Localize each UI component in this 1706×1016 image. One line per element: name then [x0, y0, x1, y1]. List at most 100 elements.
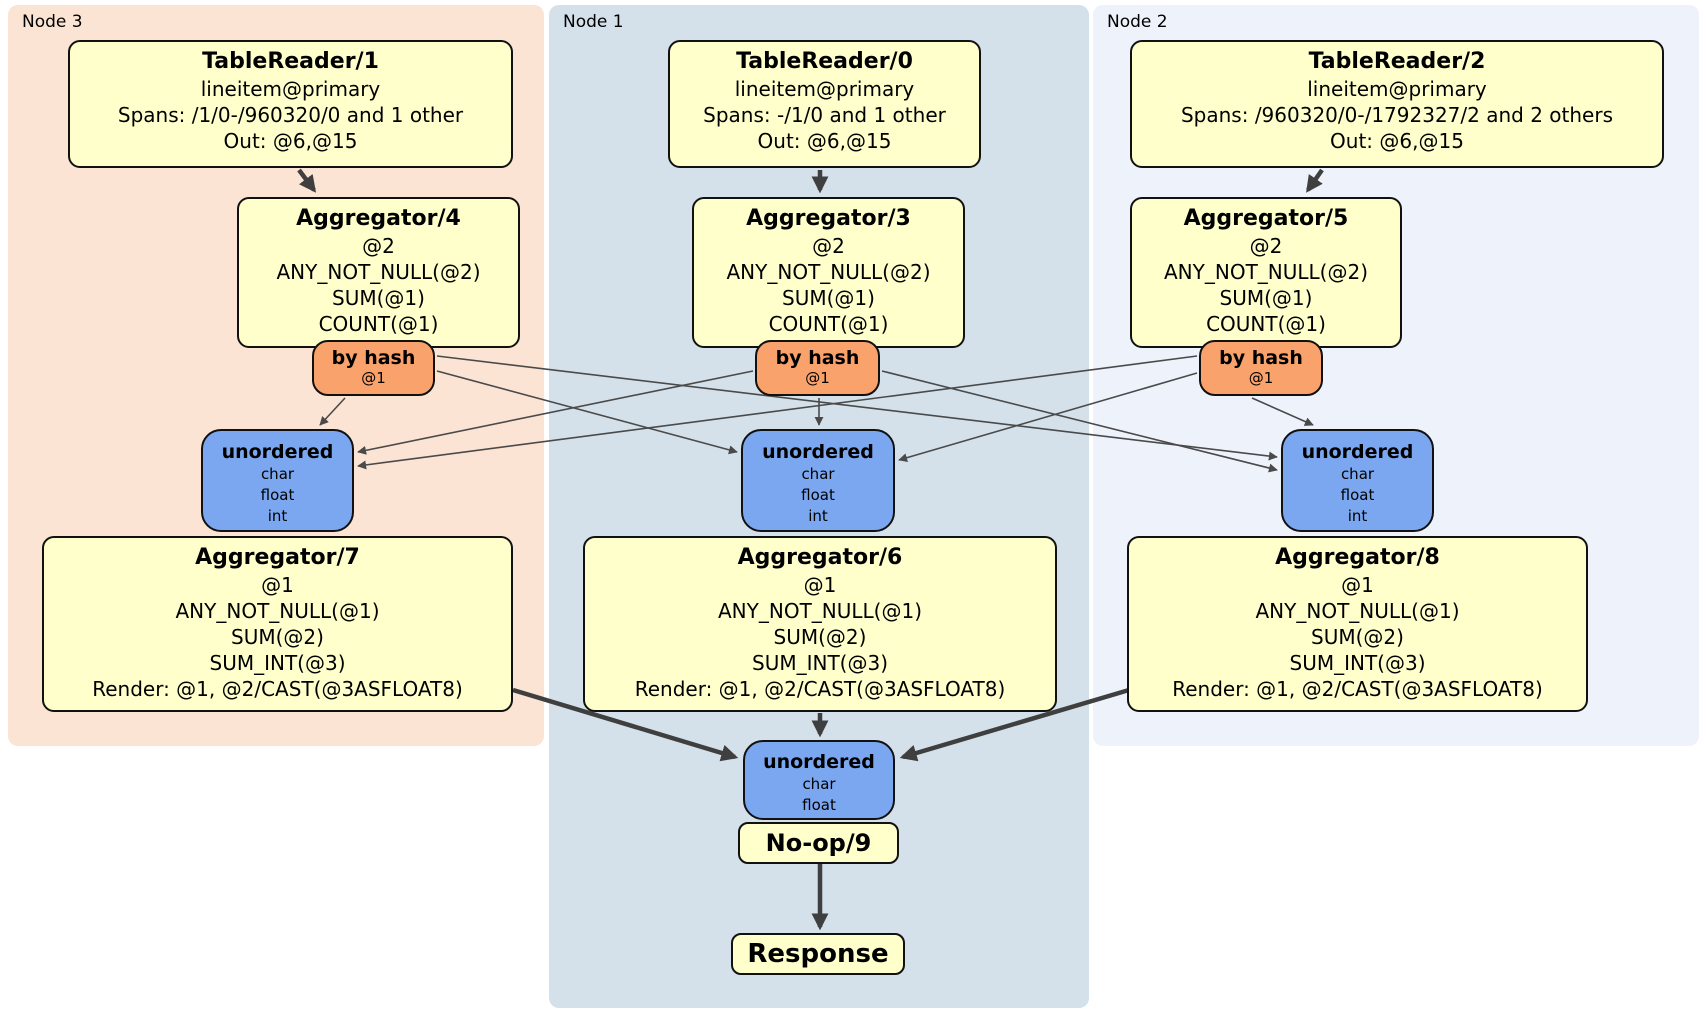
box-title: Aggregator/3	[746, 206, 911, 231]
sync-line: float	[802, 796, 836, 814]
sync-line: int	[808, 507, 828, 525]
edge	[357, 370, 754, 455]
box-title: Aggregator/5	[1183, 206, 1349, 231]
router-key: @1	[361, 369, 386, 387]
box-line: Render: @1, @2/CAST(@3ASFLOAT8)	[1172, 677, 1543, 701]
edge-aggregator7-finalsync	[512, 687, 739, 762]
sync-title: unordered	[221, 441, 334, 463]
unordered-sync-final: unordered char float	[743, 740, 895, 820]
box-line: Spans: /960320/0-/1792327/2 and 2 others	[1180, 103, 1613, 127]
box-line: Out: @6,@15	[757, 129, 892, 153]
edge	[436, 355, 1278, 461]
aggregator-7-box: Aggregator/7 @1 ANY_NOT_NULL(@1) SUM(@2)…	[42, 536, 513, 712]
box-line: @2	[362, 234, 395, 258]
box-line: @1	[261, 573, 294, 597]
box-title: Response	[747, 939, 889, 969]
unordered-sync-node1: unordered char float int	[741, 429, 895, 532]
box-line: lineitem@primary	[1307, 77, 1487, 101]
sync-title: unordered	[763, 751, 875, 773]
box-line: SUM_INT(@3)	[752, 651, 888, 675]
sync-line: char	[801, 465, 835, 483]
edge	[881, 370, 1278, 473]
edge	[436, 370, 738, 455]
box-title: TableReader/0	[736, 49, 913, 74]
box-line: SUM(@2)	[231, 625, 324, 649]
router-title: by hash	[775, 347, 860, 369]
box-line: SUM_INT(@3)	[209, 651, 346, 675]
box-line: Render: @1, @2/CAST(@3ASFLOAT8)	[92, 677, 463, 701]
box-line: @2	[1249, 234, 1283, 258]
node1-label: Node 1	[563, 12, 624, 32]
hash-router-node2: by hash @1	[1199, 340, 1323, 396]
box-title: Aggregator/4	[296, 206, 461, 231]
noop-9-box: No-op/9	[738, 822, 899, 864]
box-line: COUNT(@1)	[768, 312, 889, 336]
box-title: TableReader/1	[202, 49, 379, 74]
router-sync-edges	[319, 355, 1314, 473]
box-line: SUM(@2)	[1311, 625, 1404, 649]
box-line: ANY_NOT_NULL(@1)	[718, 599, 922, 623]
response-box: Response	[731, 933, 905, 975]
edge	[319, 397, 346, 426]
box-line: Spans: /1/0-/960320/0 and 1 other	[117, 103, 464, 127]
edge-aggregator8-finalsync	[899, 687, 1130, 762]
box-title: No-op/9	[765, 829, 872, 857]
router-key: @1	[805, 369, 830, 387]
box-line: COUNT(@1)	[318, 312, 439, 336]
sync-title: unordered	[762, 441, 874, 463]
box-line: SUM(@1)	[782, 286, 875, 310]
box-line: ANY_NOT_NULL(@2)	[1164, 260, 1368, 284]
box-line: COUNT(@1)	[1206, 312, 1326, 336]
tablereader-0-box: TableReader/0 lineitem@primary Spans: -/…	[668, 40, 981, 168]
box-line: Out: @6,@15	[1330, 129, 1464, 153]
box-title: Aggregator/7	[195, 545, 360, 570]
box-title: TableReader/2	[1308, 49, 1486, 74]
sync-line: int	[1347, 507, 1368, 525]
box-line: ANY_NOT_NULL(@1)	[175, 599, 380, 623]
box-line: lineitem@primary	[734, 77, 915, 101]
aggregator-3-box: Aggregator/3 @2 ANY_NOT_NULL(@2) SUM(@1)…	[692, 197, 965, 348]
box-line: SUM(@1)	[332, 286, 425, 310]
box-line: ANY_NOT_NULL(@2)	[276, 260, 481, 284]
node2-label: Node 2	[1107, 12, 1168, 32]
box-line: Spans: -/1/0 and 1 other	[703, 103, 946, 127]
aggregator-6-box: Aggregator/6 @1 ANY_NOT_NULL(@1) SUM(@2)…	[583, 536, 1057, 712]
edge-tablereader1-aggregator4	[297, 168, 317, 193]
box-line: @1	[803, 573, 837, 597]
box-line: SUM_INT(@3)	[1289, 651, 1426, 675]
box-line: ANY_NOT_NULL(@2)	[726, 260, 931, 284]
box-title: Aggregator/6	[737, 545, 903, 570]
sync-line: float	[801, 486, 835, 504]
sync-line: float	[1340, 486, 1375, 504]
sync-line: int	[267, 507, 288, 525]
unordered-sync-node3: unordered char float int	[201, 429, 354, 532]
tablereader-2-box: TableReader/2 lineitem@primary Spans: /9…	[1130, 40, 1664, 168]
router-title: by hash	[1219, 347, 1303, 369]
router-title: by hash	[331, 347, 416, 369]
box-line: lineitem@primary	[200, 77, 381, 101]
aggregator-4-box: Aggregator/4 @2 ANY_NOT_NULL(@2) SUM(@1)…	[237, 197, 520, 348]
router-key: @1	[1248, 369, 1274, 387]
sync-line: char	[260, 465, 295, 483]
sync-title: unordered	[1301, 441, 1414, 463]
box-title: Aggregator/8	[1275, 545, 1440, 570]
aggregator-5-box: Aggregator/5 @2 ANY_NOT_NULL(@2) SUM(@1)…	[1130, 197, 1402, 348]
sync-line: float	[260, 486, 295, 504]
box-line: @1	[1341, 573, 1374, 597]
box-line: @2	[812, 234, 845, 258]
hash-router-node3: by hash @1	[312, 340, 435, 396]
box-line: SUM(@1)	[1219, 286, 1313, 310]
node3-label: Node 3	[22, 12, 83, 32]
unordered-sync-node2: unordered char float int	[1281, 429, 1434, 532]
tablereader-1-box: TableReader/1 lineitem@primary Spans: /1…	[68, 40, 513, 168]
hash-router-node1: by hash @1	[755, 340, 880, 396]
sync-line: char	[802, 775, 836, 793]
edge	[1251, 397, 1314, 426]
box-line: SUM(@2)	[773, 625, 867, 649]
flow-arrows	[297, 168, 1324, 931]
sync-line: char	[1340, 465, 1375, 483]
box-line: Render: @1, @2/CAST(@3ASFLOAT8)	[634, 677, 1006, 701]
edge	[357, 355, 1198, 470]
